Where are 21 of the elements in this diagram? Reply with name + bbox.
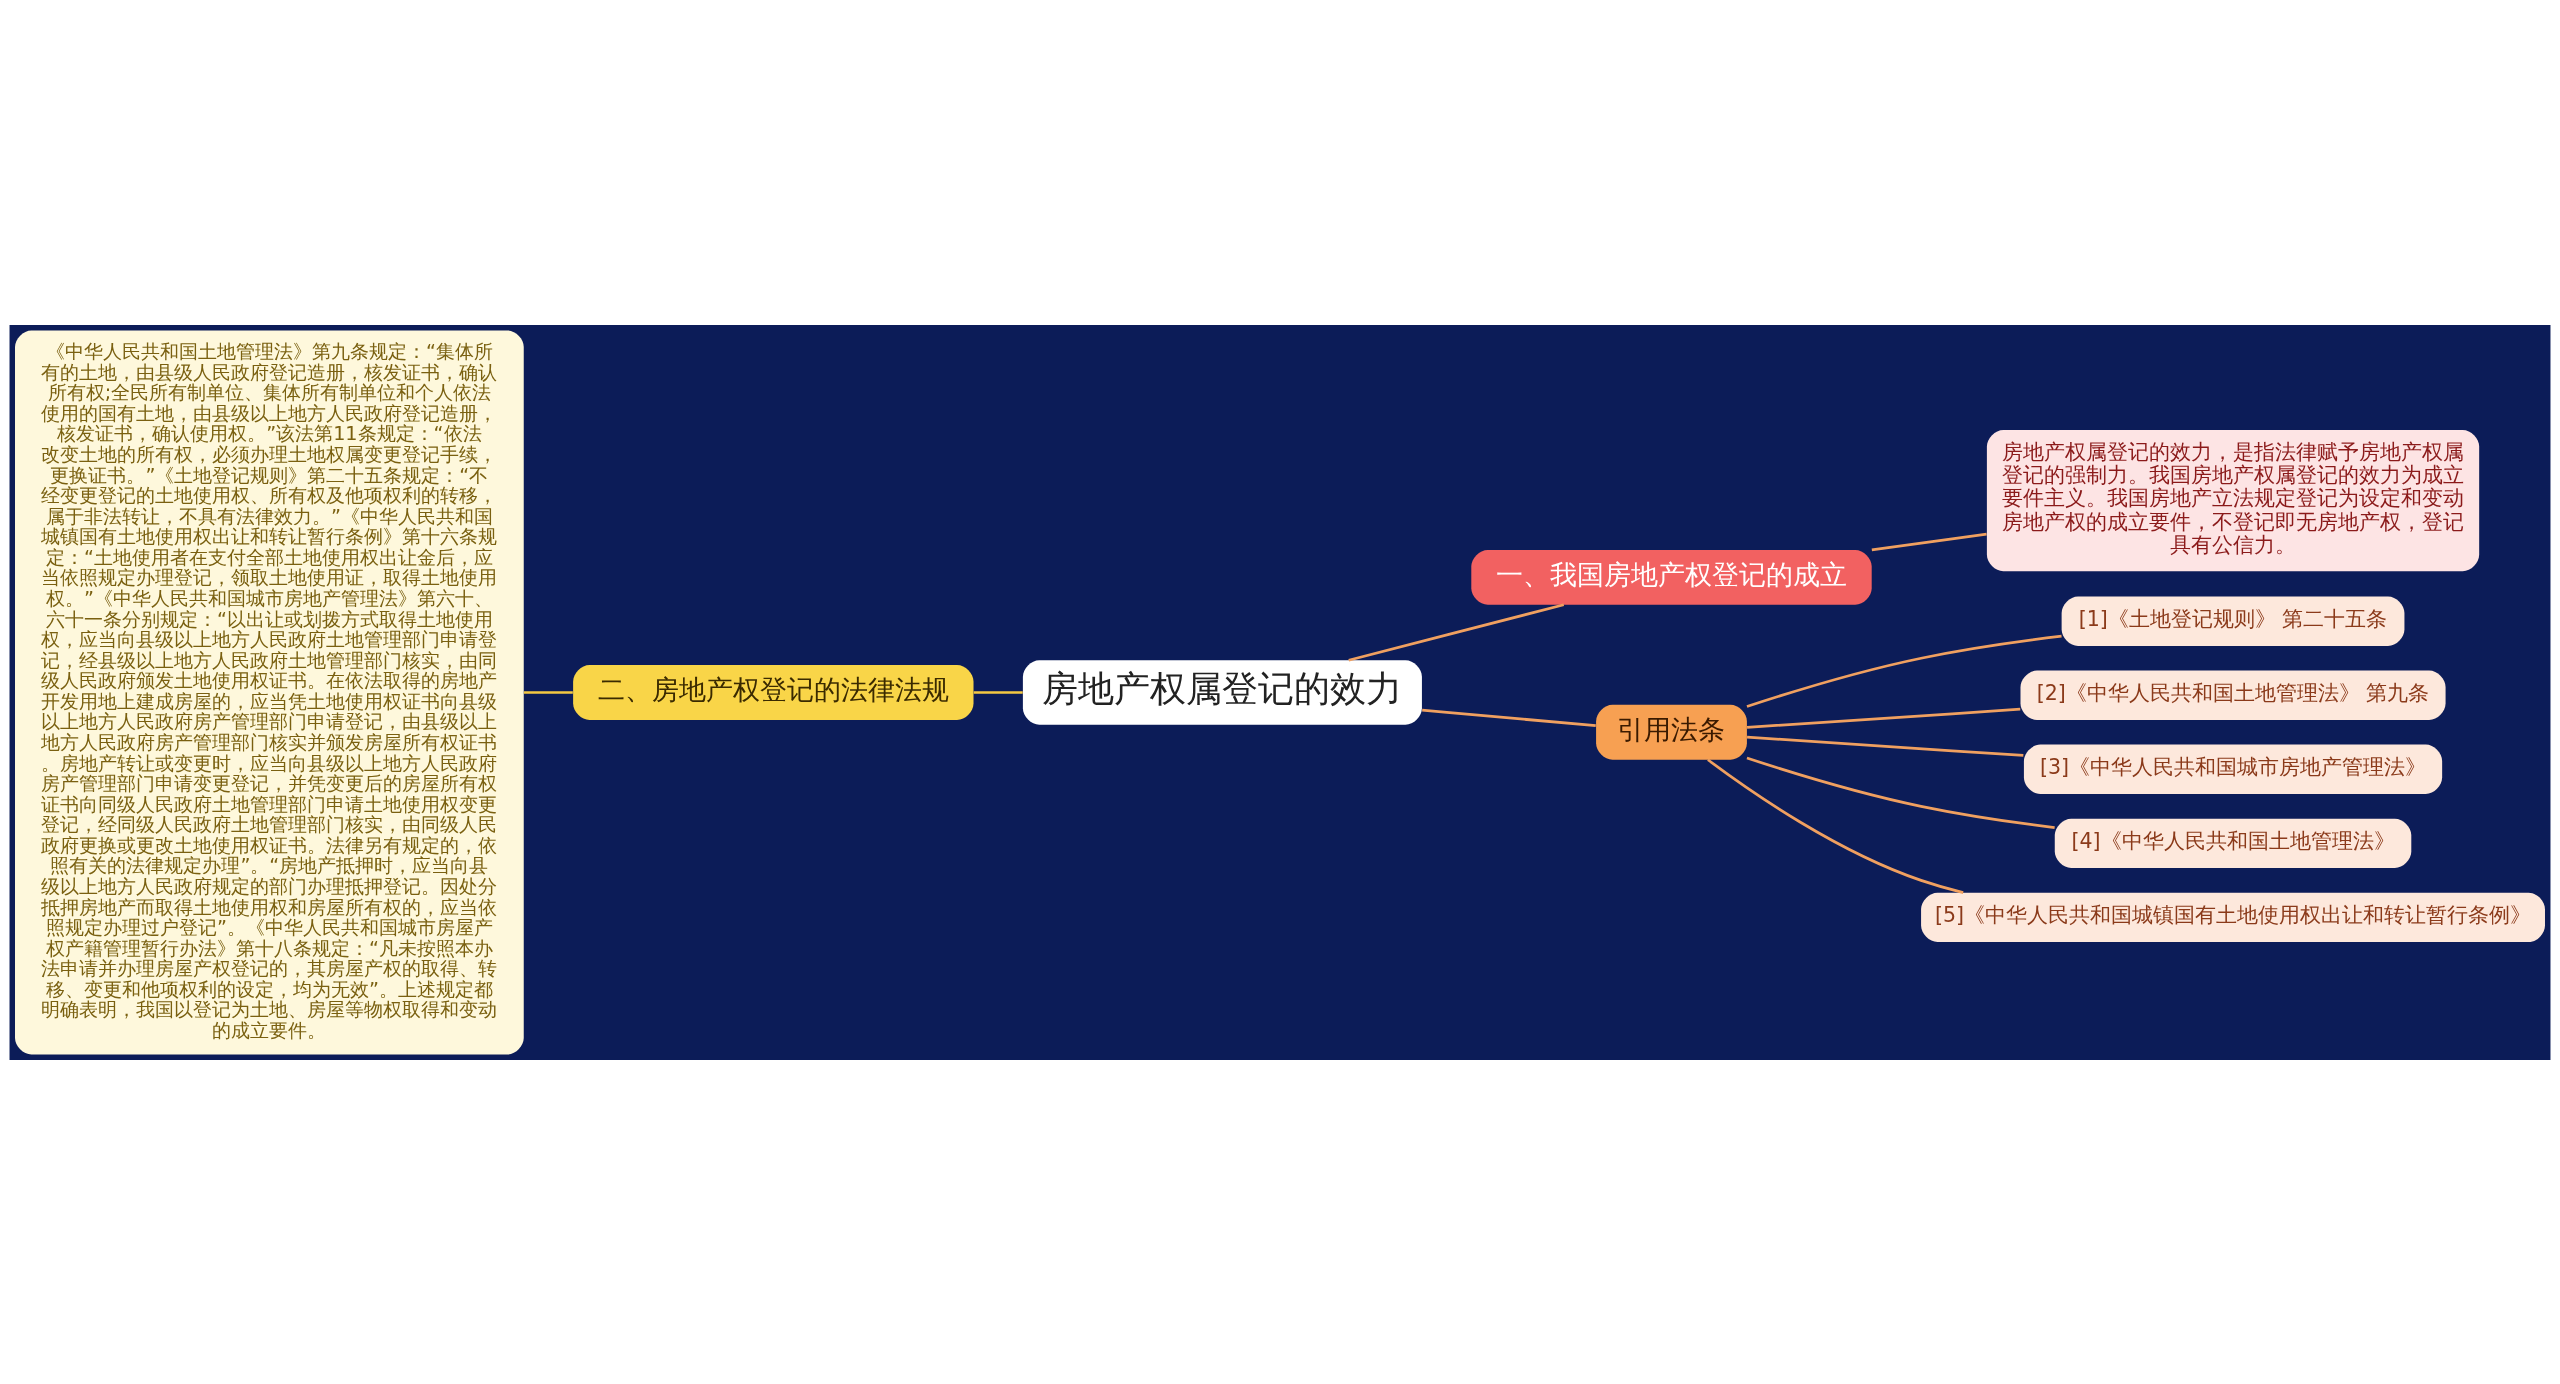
- connector: [1747, 707, 2021, 729]
- node-box: 引用法条: [1596, 704, 1747, 760]
- node-box: 房地产权属登记的效力: [1022, 659, 1422, 725]
- node-box: [5]《中华人民共和国城镇国有土地使用权出让和转让暂行条例》: [1921, 892, 2545, 942]
- node-box: [1]《土地登记规则》 第二十五条: [2061, 596, 2405, 646]
- connector: [1348, 602, 1565, 662]
- connector: [1422, 708, 1596, 727]
- connector: [973, 690, 1023, 694]
- node-box: 《中华人民共和国土地管理法》第九条规定：“集体所有的土地，由县级人民政府登记造册，核发证书，确认所有权;全民所有制单位、集体所有制单位和个人依法使用的国有土地，由县级以上地方人民政府登记造册，核发证书，确认使用权。”该法第11条规定：“依法改变土地的所有权，必须办理土地权属变更登记手续，更换证书。”《土地登记规则》第二十五条规定：“不经变更登记的土地使用权、所有权及他项权利的转移，属于非法转让，不具有法律效力。”《中华人民共和国城镇国有土地使用权出让和转让暂行条例》第十六条规定：“土地使用者在支付全部土地使用权出让金后，应当依照规定办理登记，领取土地使用证，取得土地使用权。”《中华人民共和国城市房地产管理法》第六十、六十一条分别规定：“以出让或划拨方式取得土地使用权，应当向县级以上地方人民政府土地管理部门申请登记，经县级以上地方人民政府土地管理部门核实，由同级人民政府颁发土地使用权证书。在依法取得的房地产开发用地上建成房屋的，应当凭土地使用权证书向县级以上地方人民政府房产管理部门申请登记，由县级以上地方人民政府房产管理部门核实并颁发房屋所有权证书。房地产转让或变更时，应当向县级以上地方人民政府房产管理部门申请变更登记，并凭变更后的房屋所有权证书向同级人民政府土地管理部门申请土地使用权变更登记，经同级人民政府土地管理部门核实，由同级人民政府更换或更改土地使用权证书。法律另有规定的，依照有关的法律规定办理”。“房地产抵押时，应当向县级以上地方人民政府规定的部门办理抵押登记。因处分抵押房地产而取得土地使用权和房屋所有权的，应当依照规定办理过户登记”。《中华人民共和国城市房屋产权产籍管理暂行办法》第十八条规定：“凡未按照本办法申请并办理房屋产权登记的，其房屋产权的取得、转移、变更和他项权利的设定，均为无效”。上述规定都明确表明，我国以登记为土地、房屋等物权取得和变动的成立要件。: [15, 330, 524, 1054]
- node-box: 一、我国房地产权登记的成立: [1471, 549, 1872, 605]
- connector: [1746, 634, 2062, 708]
- node-box: [3]《中华人民共和国城市房地产管理法》: [2023, 744, 2443, 794]
- node-box: 二、房地产权登记的法律法规: [573, 664, 974, 720]
- node-box: 房地产权属登记的效力，是指法律赋予房地产权属登记的强制力。我国房地产权属登记的效力为成立要件主义。我国房地产立法规定登记为设定和变动房地产权的成立要件，不登记即无房地产权，登记具有公信力。: [1986, 429, 2480, 571]
- node-box: [4]《中华人民共和国土地管理法》: [2054, 818, 2412, 868]
- connector: [523, 690, 573, 694]
- connector: [1746, 756, 2055, 829]
- connector: [1746, 735, 2024, 757]
- connector: [1871, 532, 1987, 551]
- connector: [1707, 758, 1964, 894]
- node-box: [2]《中华人民共和国土地管理法》 第九条: [2020, 670, 2446, 720]
